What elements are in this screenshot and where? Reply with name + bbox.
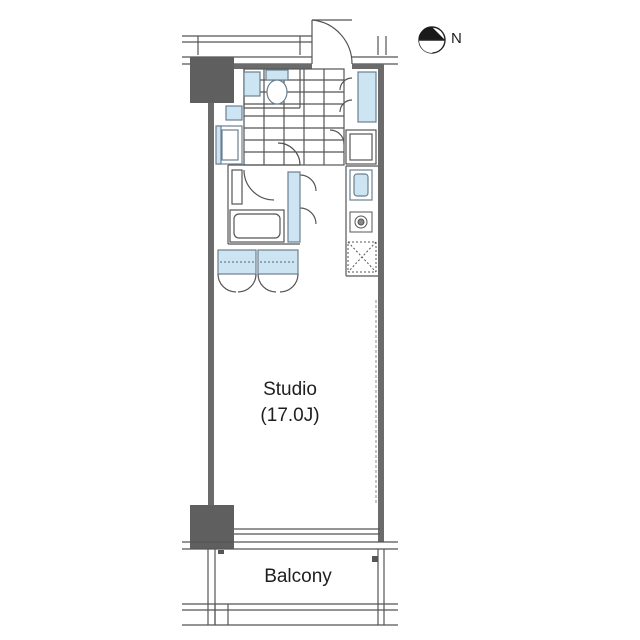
cabinet-row bbox=[217, 249, 299, 293]
top-wall-left bbox=[208, 64, 312, 69]
refrigerator-icon bbox=[345, 129, 377, 165]
studio-label: Studio bbox=[263, 379, 317, 400]
entrance-storage bbox=[357, 71, 377, 123]
sink-icon bbox=[349, 169, 373, 201]
balcony-small-marks bbox=[218, 550, 378, 562]
bathtub-icon bbox=[229, 169, 285, 243]
right-wall bbox=[378, 64, 384, 542]
washbasin-icon bbox=[215, 105, 243, 165]
kitchen-counter bbox=[345, 165, 378, 277]
entrance-door bbox=[311, 19, 353, 65]
top-wall-right bbox=[352, 64, 384, 69]
bath-shelf bbox=[287, 171, 301, 243]
stove-icon bbox=[349, 211, 373, 233]
washing-machine-icon bbox=[347, 241, 377, 273]
balcony-label: Balcony bbox=[264, 566, 332, 587]
toilet-icon bbox=[243, 69, 289, 105]
balcony-structure bbox=[182, 528, 398, 626]
walls bbox=[208, 64, 384, 544]
left-wall bbox=[208, 64, 214, 544]
studio-size-label: (17.0J) bbox=[260, 405, 320, 426]
column-top bbox=[190, 57, 234, 103]
north-label: N bbox=[451, 30, 462, 47]
north-arrow-icon bbox=[418, 26, 446, 54]
wet-area bbox=[227, 68, 353, 245]
